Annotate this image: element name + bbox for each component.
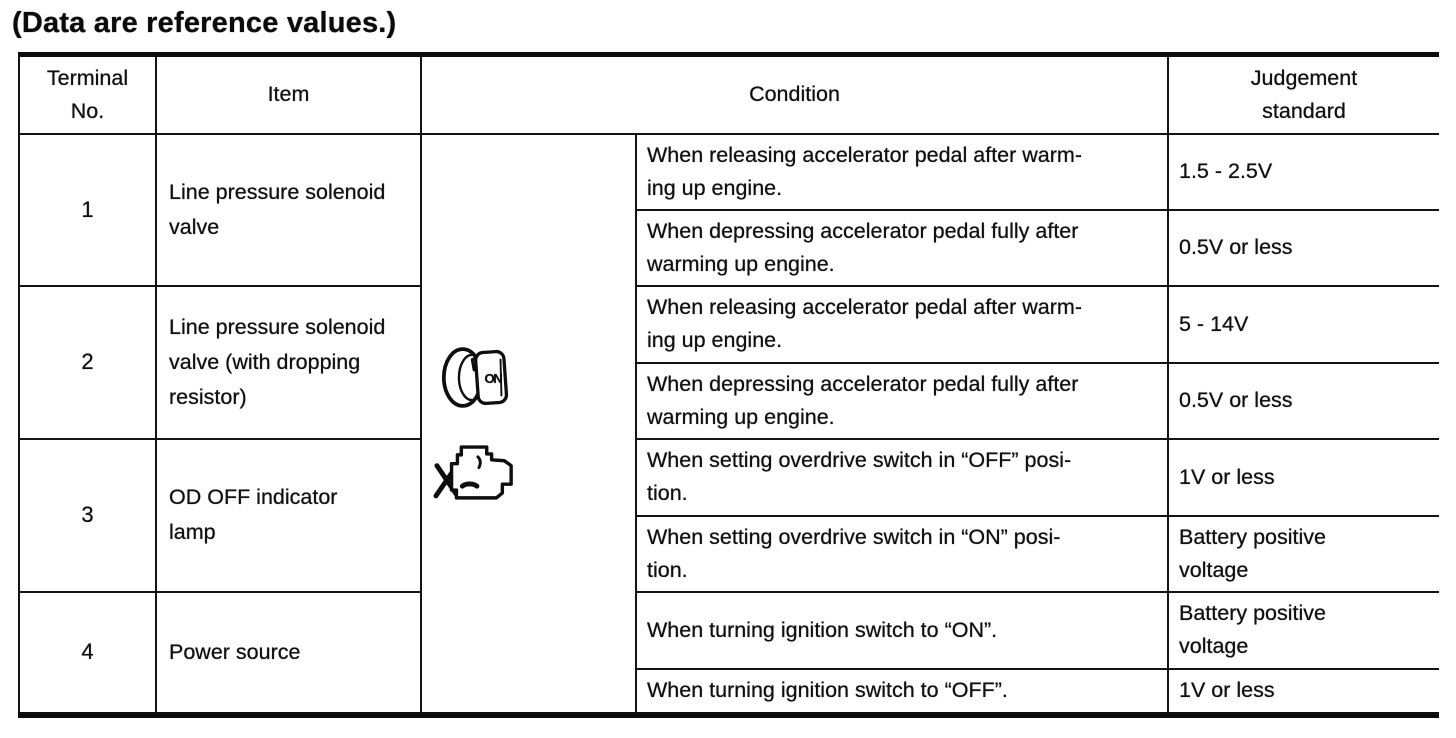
condition-header: Condition (420, 53, 1169, 135)
terminal-no-header: Terminal No. (18, 53, 157, 135)
header-row: Terminal No. Item Condition Judgement st… (18, 53, 1439, 135)
judgement-cell: 1V or less (1167, 667, 1439, 716)
key-on-label: ON (484, 371, 502, 386)
judgement-cell: 1V or less (1167, 437, 1439, 517)
judgement-cell: Battery positive voltage (1167, 590, 1439, 670)
judgement-cell: 0.5V or less (1167, 361, 1439, 440)
condition-cell: When setting overdrive switch in “ON” po… (635, 514, 1169, 593)
judgement-cell: Battery positive voltage (1167, 514, 1439, 593)
ignition-switch-on-icon: ON (441, 346, 508, 408)
table-row: When setting overdrive switch in “ON” po… (19, 514, 1439, 593)
table-row: When depressing accelerator pedal fully … (19, 361, 1439, 440)
item-cell-3: OD OFF indicator lamp (155, 437, 422, 593)
item-cell-4: Power source (155, 590, 422, 716)
item-cell-1: Line pressure solenoid valve (155, 132, 422, 287)
condition-icons-cell: ON (420, 132, 637, 716)
table-row: 4 Power source When turning ignition swi… (18, 590, 1439, 716)
terminal-cell-1: 1 (18, 132, 157, 287)
table-row: When turning ignition switch to “OFF”. 1… (19, 667, 1439, 716)
terminal-cell-4: 4 (18, 590, 157, 716)
condition-cell: When depressing accelerator pedal fully … (635, 361, 1169, 440)
judgement-cell: 0.5V or less (1167, 208, 1439, 287)
judgement-cell: 1.5 - 2.5V (1167, 132, 1439, 211)
engine-running-icon (432, 444, 513, 500)
item-cell-2: Line pressure solenoid valve (with dropp… (155, 284, 422, 440)
condition-cell: When releasing accelerator pedal after w… (635, 132, 1169, 211)
judgement-standard-header: Judgement standard (1167, 53, 1439, 135)
terminal-cell-3: 3 (18, 437, 157, 593)
terminal-cell-2: 2 (18, 284, 157, 440)
judgement-cell: 5 - 14V (1167, 284, 1439, 364)
icon-stack: ON (368, 346, 581, 501)
page-title: (Data are reference values.) (12, 7, 397, 39)
table-row: 1 Line pressure solenoid valve ON (18, 132, 1439, 716)
terminal-reference-table: Terminal No. Item Condition Judgement st… (18, 52, 1439, 718)
condition-cell: When depressing accelerator pedal fully … (635, 208, 1169, 287)
table-row: 2 Line pressure solenoid valve (with dro… (18, 284, 1439, 440)
table-row: 3 OD OFF indicator lamp When setting ove… (18, 437, 1439, 593)
condition-cell: When turning ignition switch to “ON”. (635, 590, 1169, 670)
condition-cell: When releasing accelerator pedal after w… (635, 284, 1169, 364)
table-row: When depressing accelerator pedal fully … (19, 208, 1439, 287)
condition-cell: When turning ignition switch to “OFF”. (635, 667, 1169, 716)
condition-cell: When setting overdrive switch in “OFF” p… (635, 437, 1169, 517)
item-header: Item (155, 53, 422, 135)
